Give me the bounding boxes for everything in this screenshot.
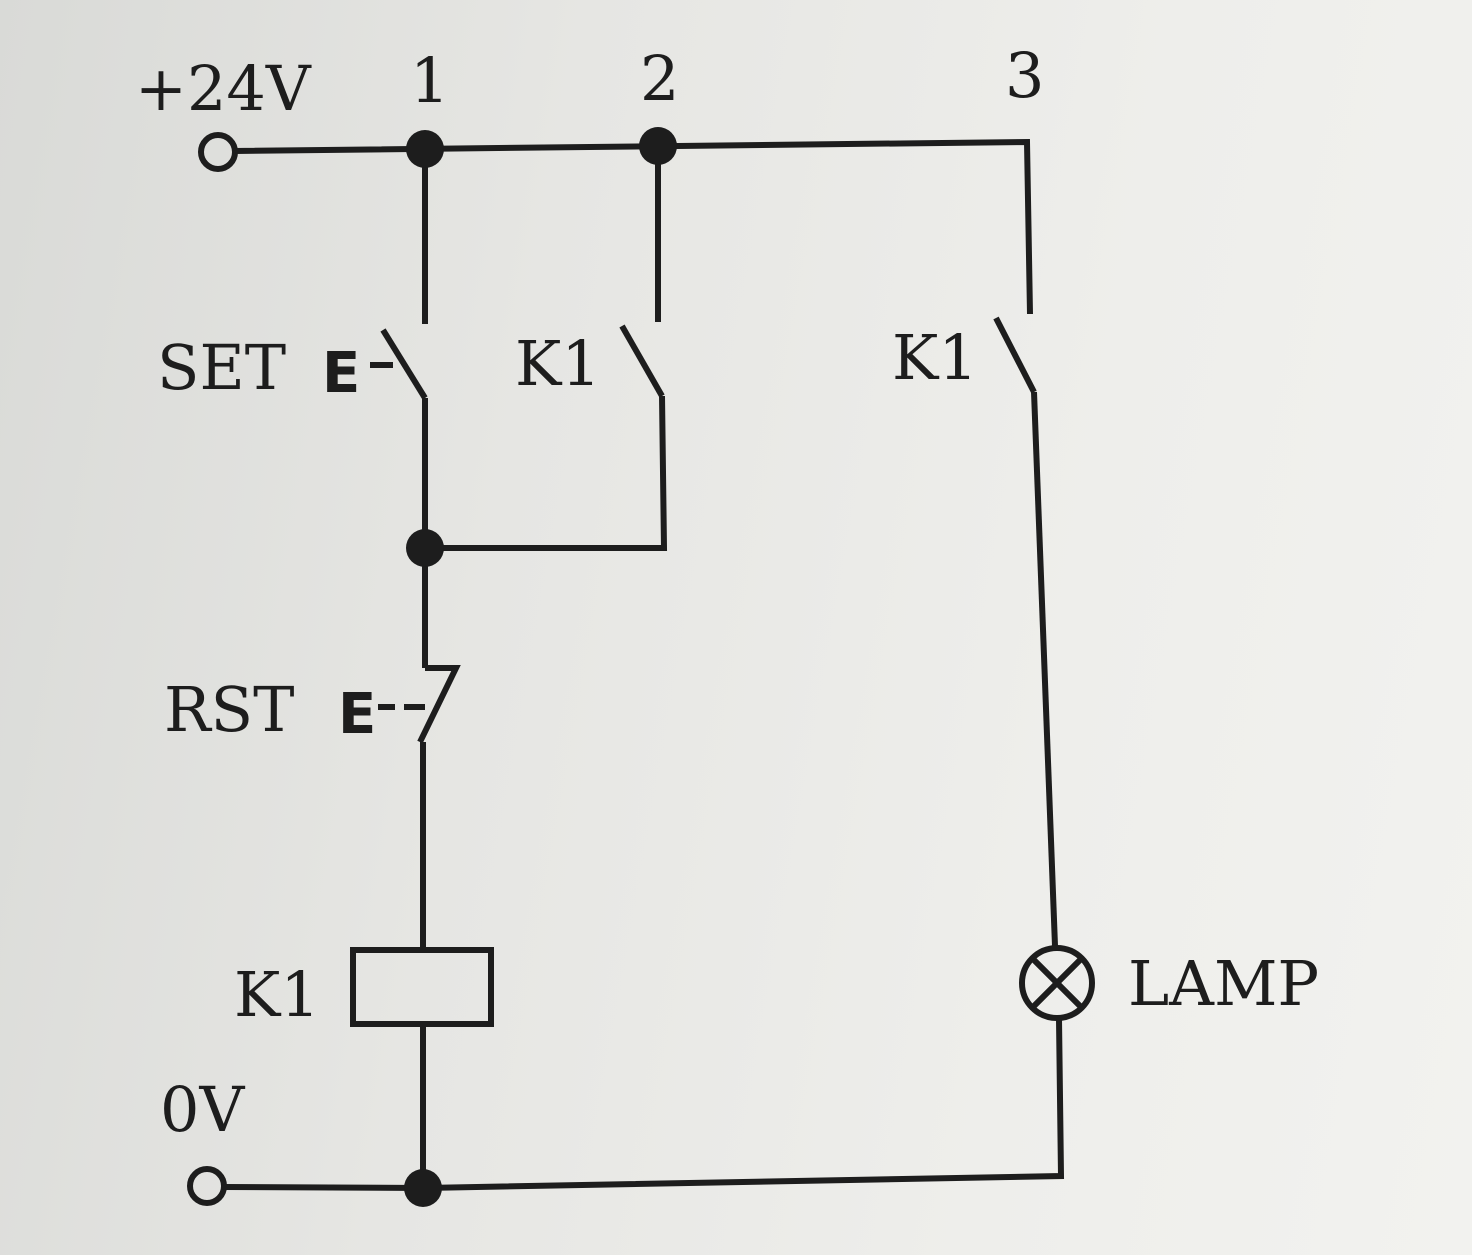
k1-lamp-contact-label: K1 — [892, 321, 978, 394]
node-2-label: 2 — [640, 42, 679, 115]
column-2 — [425, 145, 668, 551]
supply-rail — [198, 132, 1033, 315]
k1-coil-symbol — [350, 947, 494, 1027]
junction-node-1 — [406, 130, 444, 168]
ground-voltage-label: 0V — [160, 1073, 245, 1146]
ground-terminal — [187, 1166, 227, 1206]
k1-hold-contact-blade — [619, 324, 665, 398]
supply-voltage-label: +24V — [135, 52, 312, 125]
k1-coil-label: K1 — [234, 958, 320, 1031]
set-actuator-glyph: E — [322, 341, 360, 406]
set-pushbutton: E — [322, 328, 428, 406]
ground-rail — [187, 1166, 426, 1206]
node-1-label: 1 — [410, 44, 449, 117]
reset-pushbutton: E — [338, 665, 461, 747]
column-1: E E — [322, 148, 494, 1188]
lamp-cross-b — [1030, 956, 1084, 1010]
ground-rail-wire — [223, 1184, 426, 1191]
rst-contact-blade — [417, 665, 461, 744]
lamp-label: LAMP — [1128, 947, 1319, 1020]
k1-lamp-contact-blade — [993, 316, 1037, 394]
set-contact-blade — [380, 328, 428, 400]
reset-button-label: RST — [164, 673, 295, 746]
top-rail-wire — [234, 138, 1033, 315]
lamp-symbol — [1019, 945, 1095, 1021]
junction-ground — [404, 1169, 442, 1207]
node-3-label: 3 — [1005, 39, 1044, 112]
set-button-label: SET — [157, 331, 286, 404]
wire-lamp-to-ground — [424, 1018, 1065, 1191]
lamp-circle — [1019, 945, 1095, 1021]
k1-hold-return-wire — [425, 395, 668, 551]
wire-k1-to-lamp — [1031, 391, 1058, 947]
column-3 — [424, 316, 1095, 1191]
supply-terminal — [198, 132, 238, 172]
junction-hold-return — [406, 529, 444, 567]
k1-hold-contact-label: K1 — [515, 327, 601, 400]
rst-actuator-glyph: E — [338, 682, 376, 747]
junction-node-2 — [639, 127, 677, 165]
